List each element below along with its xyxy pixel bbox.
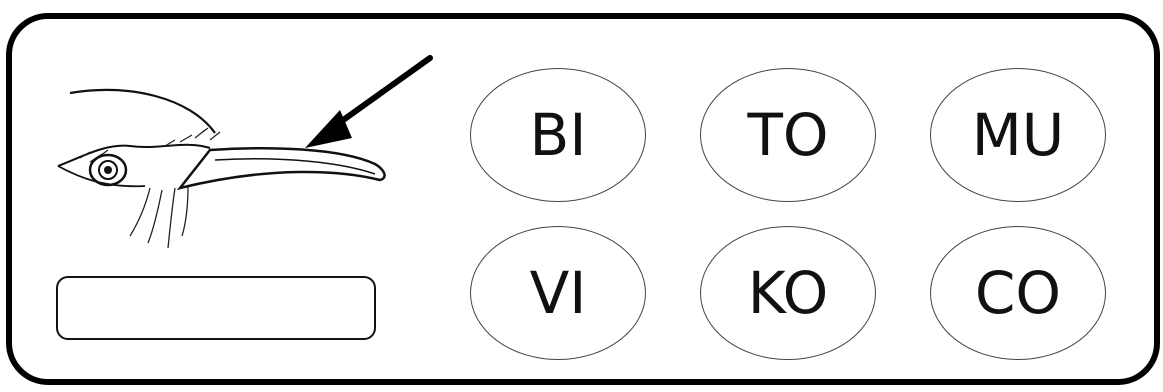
syllable-vi-button[interactable]: VI [470, 226, 646, 360]
bird-head-illustration [50, 38, 450, 258]
arrow-icon [305, 58, 430, 148]
syllable-bi-button[interactable]: BI [470, 68, 646, 202]
answer-input-box[interactable] [56, 276, 376, 340]
syllable-to-button[interactable]: TO [700, 68, 876, 202]
syllable-mu-button[interactable]: MU [930, 68, 1106, 202]
syllable-co-button[interactable]: CO [930, 226, 1106, 360]
head-outline [58, 145, 210, 166]
crest-line [70, 90, 215, 133]
syllable-ko-button[interactable]: KO [700, 226, 876, 360]
